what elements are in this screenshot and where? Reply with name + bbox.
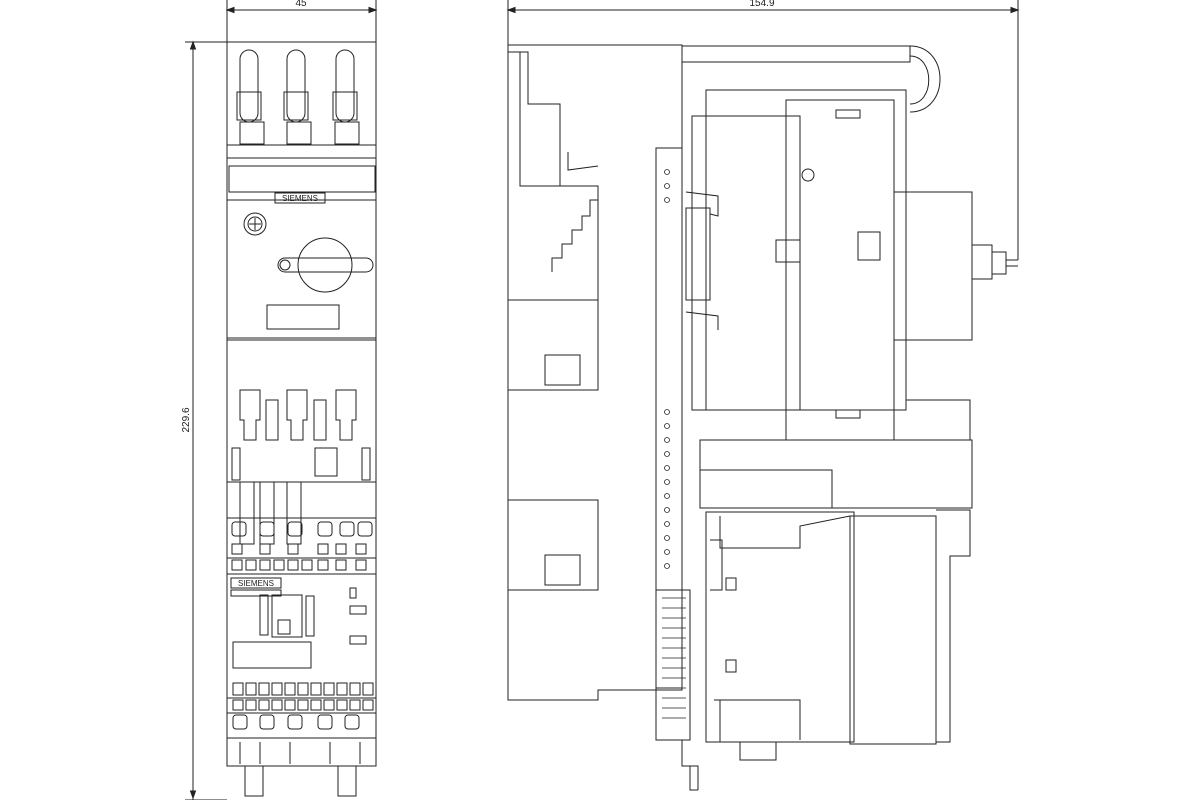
breaker-body — [705, 89, 907, 411]
rail-clip — [655, 589, 691, 741]
terminal-row-bottom — [227, 682, 376, 739]
breaker-side-panel — [691, 115, 801, 411]
front-body-outline — [226, 41, 377, 767]
brand-label-bottom: SIEMENS — [238, 579, 274, 588]
depth-dimension: 154.9 — [506, 0, 1020, 260]
side-depth-label: 154.9 — [749, 0, 774, 9]
rail-fins — [662, 597, 686, 719]
width-dimension: 45 — [225, 0, 378, 42]
contactor-coil — [849, 515, 937, 745]
mounting-base — [507, 44, 683, 701]
rotary-handle — [277, 237, 374, 293]
brand-plate-top — [274, 192, 326, 204]
bottom-connector — [239, 742, 361, 797]
breaker-top-strip — [681, 45, 911, 63]
overload-relay — [230, 587, 367, 669]
side-view — [507, 44, 1018, 791]
top-terminals — [227, 49, 376, 159]
base-slot-1 — [508, 299, 599, 391]
contactor-body — [705, 511, 855, 743]
front-width-label: 45 — [295, 0, 307, 9]
front-height-label: 229.6 — [181, 407, 192, 432]
height-dimension: 229.6 — [181, 40, 227, 800]
base-slot-2 — [508, 499, 599, 591]
test-screw-icon — [243, 212, 267, 236]
front-view: SIEMENS — [226, 41, 377, 797]
breaker-face — [226, 199, 377, 339]
terminal-row-middle — [227, 521, 376, 575]
din-rail — [655, 147, 683, 689]
contactor-top — [699, 439, 973, 509]
rotary-actuator — [893, 191, 973, 341]
contactor-terminals — [227, 389, 376, 483]
brand-plate-bottom — [230, 577, 282, 589]
indicator-slot — [266, 304, 340, 330]
brand-label-top: SIEMENS — [282, 194, 318, 203]
rail-holes — [664, 169, 670, 569]
label-window — [228, 165, 376, 193]
